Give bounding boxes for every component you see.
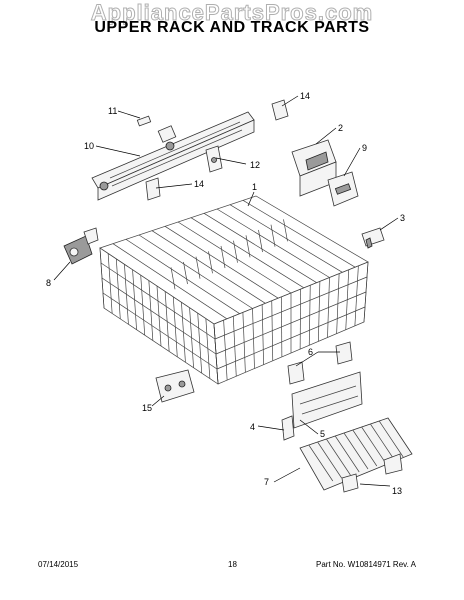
watermark: AppliancePartsPros.com xyxy=(90,0,374,26)
callout-1: 1 xyxy=(252,182,257,192)
callout-11: 11 xyxy=(108,106,117,116)
part-9-adjuster-lever[interactable] xyxy=(327,171,359,207)
part-1-upper-rack[interactable] xyxy=(99,195,369,385)
callout-14-upper: 14 xyxy=(300,91,310,101)
footer-part-number: Part No. W10814971 Rev. A xyxy=(316,560,416,569)
callout-2: 2 xyxy=(338,123,343,133)
part-7-tine-insert[interactable] xyxy=(299,417,413,491)
callout-6: 6 xyxy=(308,347,313,357)
page-title: UPPER RACK AND TRACK PARTS xyxy=(94,19,370,36)
callout-numbers: 11 10 12 14 14 2 9 1 3 8 6 15 4 5 7 13 xyxy=(46,91,405,496)
part-15-wheel-assembly[interactable] xyxy=(155,369,195,403)
part-3-clip[interactable] xyxy=(361,227,385,249)
callout-9: 9 xyxy=(362,143,367,153)
leader-lines xyxy=(53,95,399,487)
part-11-track-stop[interactable] xyxy=(136,115,152,127)
callout-15: 15 xyxy=(142,403,152,413)
callout-13: 13 xyxy=(392,486,402,496)
part-6-caps[interactable] xyxy=(287,341,353,385)
part-5-track-assembly[interactable] xyxy=(291,371,363,429)
callout-10: 10 xyxy=(84,141,94,151)
callout-4: 4 xyxy=(250,422,255,432)
part-8-wheel-bracket[interactable] xyxy=(63,227,99,265)
footer-date: 07/14/2015 xyxy=(38,560,79,569)
part-10-track-rail[interactable] xyxy=(91,111,255,201)
footer-page-number: 18 xyxy=(228,560,237,569)
part-12-rack-adjuster[interactable] xyxy=(205,145,223,173)
callout-7: 7 xyxy=(264,477,269,487)
part-4-end-cap[interactable] xyxy=(281,415,295,441)
callout-14-lower: 14 xyxy=(194,179,204,189)
callout-5: 5 xyxy=(320,429,325,439)
part-14-clip-lower[interactable] xyxy=(145,177,161,201)
callout-3: 3 xyxy=(400,213,405,223)
callout-12: 12 xyxy=(250,160,260,170)
part-14-clip-upper[interactable] xyxy=(271,99,289,121)
callout-8: 8 xyxy=(46,278,51,288)
part-13-clips[interactable] xyxy=(341,453,403,493)
